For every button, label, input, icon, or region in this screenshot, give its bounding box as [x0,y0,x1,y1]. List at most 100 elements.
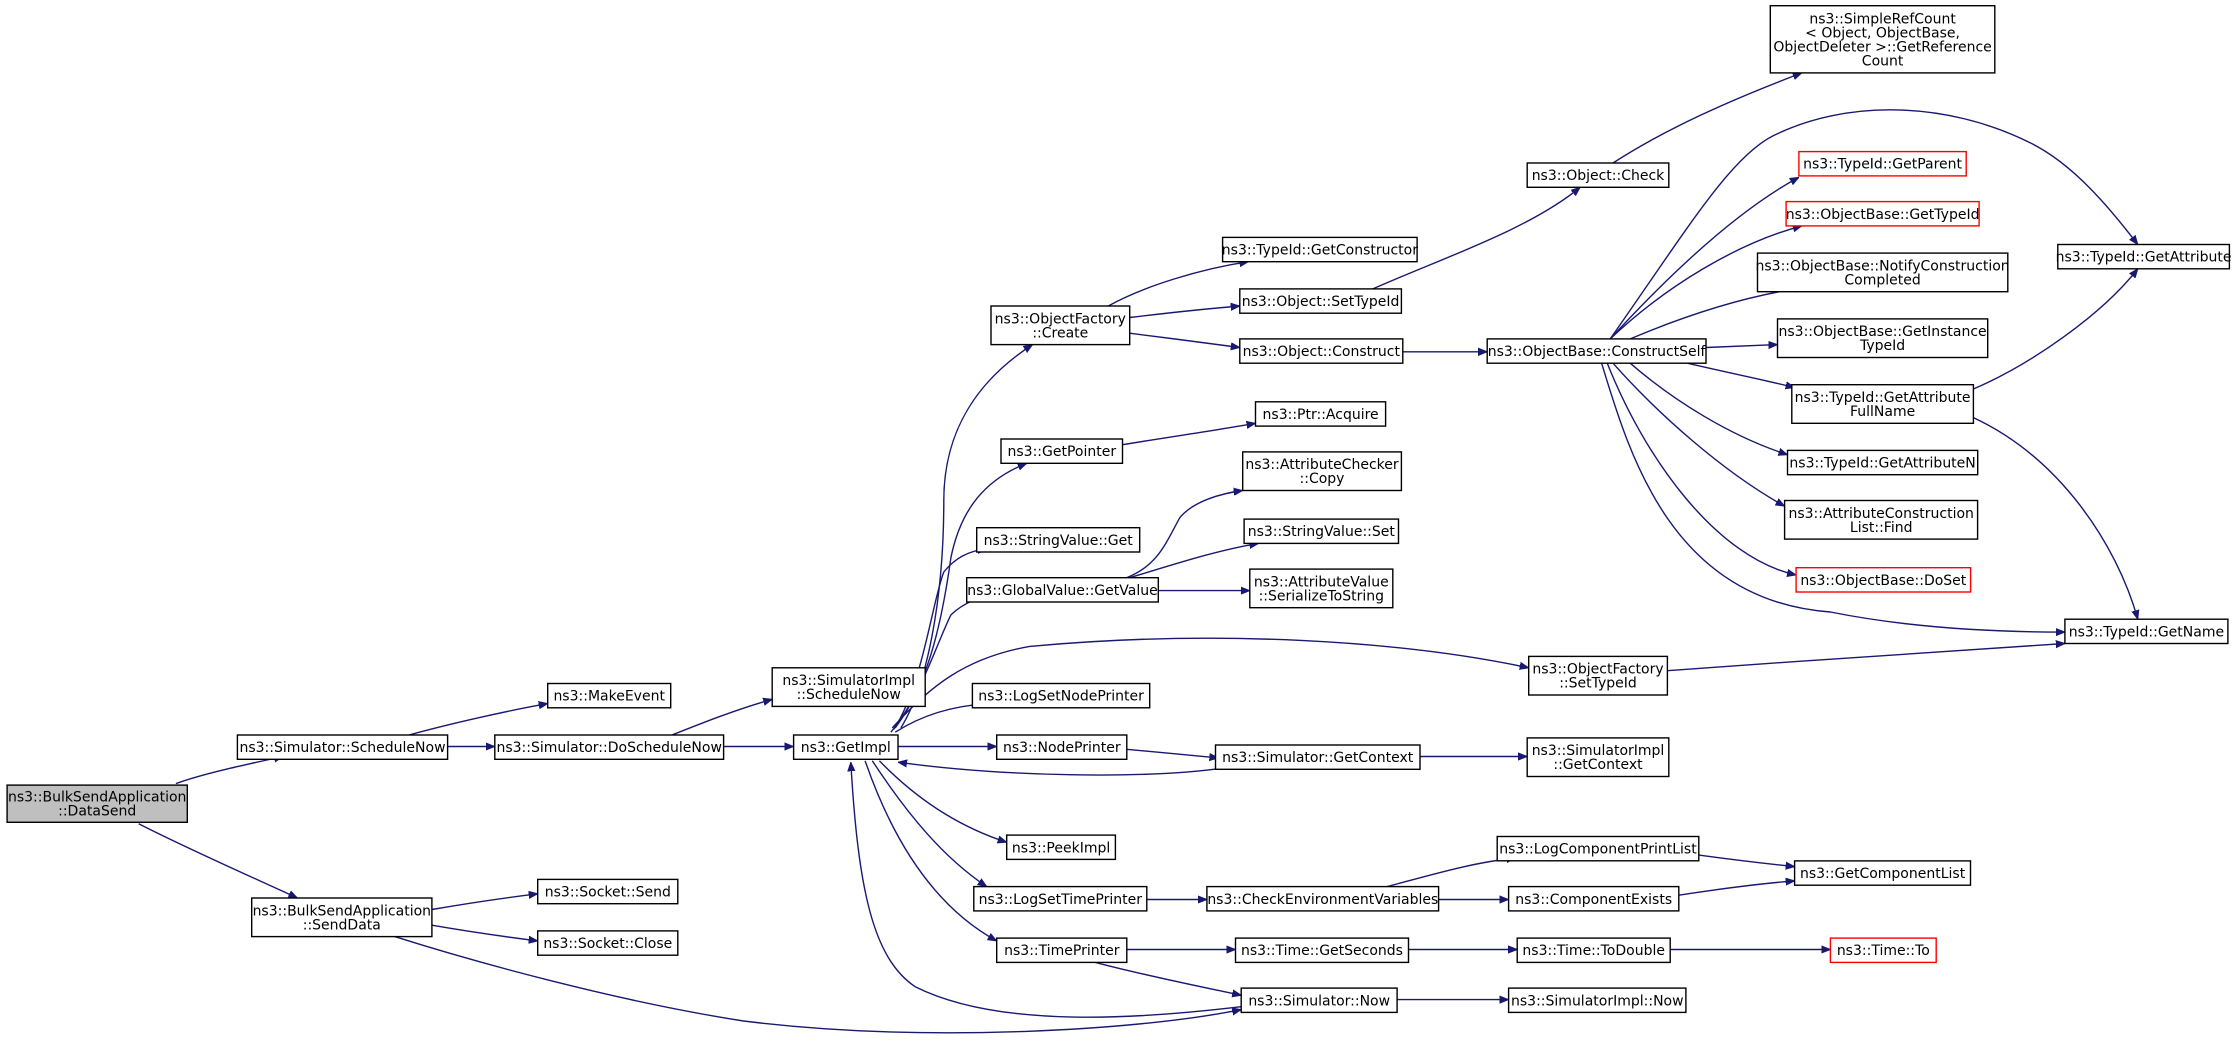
node-notifyconstruction[interactable]: ns3::ObjectBase::NotifyConstructionCompl… [1756,252,2010,293]
node-box-timeto[interactable] [1829,937,1937,964]
node-box-ofcreate[interactable] [990,305,1131,346]
node-simplerefcount[interactable]: ns3::SimpleRefCount< Object, ObjectBase,… [1769,4,1996,74]
node-socketclose[interactable]: ns3::Socket::Close [537,930,679,956]
node-objectcheck[interactable]: ns3::Object::Check [1526,162,1670,188]
node-box-typeidgetconstructor[interactable] [1221,236,1418,263]
node-box-peekimpl[interactable] [1006,834,1117,861]
node-box-simimplgetcontext[interactable] [1526,737,1670,778]
node-box-getpointer[interactable] [1000,438,1124,464]
node-box-schedulenow[interactable] [236,734,449,760]
node-timegetseconds[interactable]: ns3::Time::GetSeconds [1234,937,1410,964]
node-box-attrvalueserialize[interactable] [1249,568,1394,609]
node-box-getattributefullname[interactable] [1791,384,1975,425]
node-box-objectcheck[interactable] [1526,162,1670,188]
node-box-stringvalueget[interactable] [976,527,1141,553]
node-doschedulenow[interactable]: ns3::Simulator::DoScheduleNow [494,734,725,760]
node-box-objectconstruct[interactable] [1239,338,1404,364]
node-checkenv[interactable]: ns3::CheckEnvironmentVariables [1206,885,1440,912]
node-box-socketsend[interactable] [537,878,679,905]
node-logcomponentprintlist[interactable]: ns3::LogComponentPrintList [1496,835,1700,862]
node-box-typeidgetname[interactable] [2064,618,2229,645]
node-box-logcomponentprintlist[interactable] [1496,835,1700,862]
node-box-logsetnodeprinter[interactable] [971,682,1151,709]
node-box-objectbasedoset[interactable] [1795,567,1972,593]
node-simnow[interactable]: ns3::Simulator::Now [1240,987,1398,1014]
node-globalvaluegetvalue[interactable]: ns3::GlobalValue::GetValue [966,577,1160,603]
node-getcomponentlist[interactable]: ns3::GetComponentList [1793,860,1972,886]
node-box-attrcheckercopy[interactable] [1241,451,1403,492]
node-peekimpl[interactable]: ns3::PeekImpl [1006,834,1117,861]
node-box-getattributen[interactable] [1786,449,1979,476]
node-box-componentexists[interactable] [1507,885,1680,912]
node-box-objectbasegettypeid[interactable] [1785,200,1980,227]
node-typeidgetattribute[interactable]: ns3::TypeId::GetAttribute [2056,243,2232,270]
node-box-attrconstructionfind[interactable] [1783,499,1979,540]
node-socketsend[interactable]: ns3::Socket::Send [537,878,679,905]
node-ofsettypeid[interactable]: ns3::ObjectFactory::SetTypeId [1527,655,1669,696]
node-box-doschedulenow[interactable] [494,734,725,760]
node-box-timetodouble[interactable] [1516,937,1671,964]
node-box-notifyconstruction[interactable] [1756,252,2009,293]
node-typeidgetname[interactable]: ns3::TypeId::GetName [2064,618,2229,645]
node-attrvalueserialize[interactable]: ns3::AttributeValue::SerializeToString [1249,568,1394,609]
node-getattributen[interactable]: ns3::TypeId::GetAttributeN [1786,449,1979,476]
node-box-getcomponentlist[interactable] [1793,860,1972,886]
node-simgetcontext[interactable]: ns3::Simulator::GetContext [1214,744,1421,770]
node-box-datasend[interactable] [6,784,188,823]
node-logsettimeprinter[interactable]: ns3::LogSetTimePrinter [973,885,1148,912]
node-box-ptracquire[interactable] [1254,401,1387,427]
node-box-getimpl[interactable] [792,734,899,760]
node-box-timeprinter[interactable] [996,937,1128,964]
node-typeidgetconstructor[interactable]: ns3::TypeId::GetConstructor [1221,236,1418,263]
node-box-simplerefcount[interactable] [1769,4,1996,74]
node-nodeprinter[interactable]: ns3::NodePrinter [996,734,1128,760]
node-timetodouble[interactable]: ns3::Time::ToDouble [1516,937,1671,964]
node-box-ofsettypeid[interactable] [1527,655,1669,696]
node-box-simimplnow[interactable] [1507,987,1687,1014]
node-getpointer[interactable]: ns3::GetPointer [1000,438,1124,464]
node-getimpl[interactable]: ns3::GetImpl [792,734,899,760]
node-stringvalueset[interactable]: ns3::StringValue::Set [1243,518,1400,545]
node-box-globalvaluegetvalue[interactable] [966,577,1160,603]
node-makeevent[interactable]: ns3::MakeEvent [547,682,672,709]
node-ofcreate[interactable]: ns3::ObjectFactory::Create [990,305,1131,346]
node-box-logsettimeprinter[interactable] [973,885,1148,912]
node-box-checkenv[interactable] [1206,885,1440,912]
node-objectsettypeid[interactable]: ns3::Object::SetTypeId [1239,288,1403,314]
node-box-senddata[interactable] [250,897,433,938]
node-box-makeevent[interactable] [547,682,672,709]
node-logsetnodeprinter[interactable]: ns3::LogSetNodePrinter [971,682,1151,709]
node-objectbasedoset[interactable]: ns3::ObjectBase::DoSet [1795,567,1972,593]
node-box-simimplschedulenow[interactable] [771,667,926,708]
node-ptracquire[interactable]: ns3::Ptr::Acquire [1254,401,1387,427]
node-stringvalueget[interactable]: ns3::StringValue::Get [976,527,1141,553]
node-box-typeidgetattribute[interactable] [2057,243,2231,270]
node-simimplnow[interactable]: ns3::SimulatorImpl::Now [1507,987,1687,1014]
node-timeto[interactable]: ns3::Time::To [1829,937,1937,964]
node-timeprinter[interactable]: ns3::TimePrinter [996,937,1128,964]
node-box-typeidgetparent[interactable] [1798,150,1967,177]
node-senddata[interactable]: ns3::BulkSendApplication::SendData [250,897,433,938]
node-attrcheckercopy[interactable]: ns3::AttributeChecker::Copy [1241,451,1403,492]
node-box-simgetcontext[interactable] [1214,744,1421,770]
node-datasend[interactable]: ns3::BulkSendApplication::DataSend [6,784,188,823]
node-objectconstruct[interactable]: ns3::Object::Construct [1239,338,1404,364]
node-box-stringvalueset[interactable] [1243,518,1400,545]
node-box-simnow[interactable] [1240,987,1398,1014]
node-componentexists[interactable]: ns3::ComponentExists [1507,885,1680,912]
node-simimplgetcontext[interactable]: ns3::SimulatorImpl::GetContext [1526,737,1670,778]
node-box-timegetseconds[interactable] [1234,937,1410,964]
node-schedulenow[interactable]: ns3::Simulator::ScheduleNow [236,734,449,760]
node-objectbasegettypeid[interactable]: ns3::ObjectBase::GetTypeId [1785,200,1980,227]
node-simimplschedulenow[interactable]: ns3::SimulatorImpl::ScheduleNow [771,667,926,708]
node-box-objectsettypeid[interactable] [1239,288,1403,314]
node-objectbaseconstructself[interactable]: ns3::ObjectBase::ConstructSelf [1486,338,1707,364]
node-typeidgetparent[interactable]: ns3::TypeId::GetParent [1798,150,1967,177]
node-box-nodeprinter[interactable] [996,734,1128,760]
node-box-objectbaseconstructself[interactable] [1486,338,1707,364]
node-box-getinstancetypeid[interactable] [1776,318,1989,359]
node-box-socketclose[interactable] [537,930,679,956]
